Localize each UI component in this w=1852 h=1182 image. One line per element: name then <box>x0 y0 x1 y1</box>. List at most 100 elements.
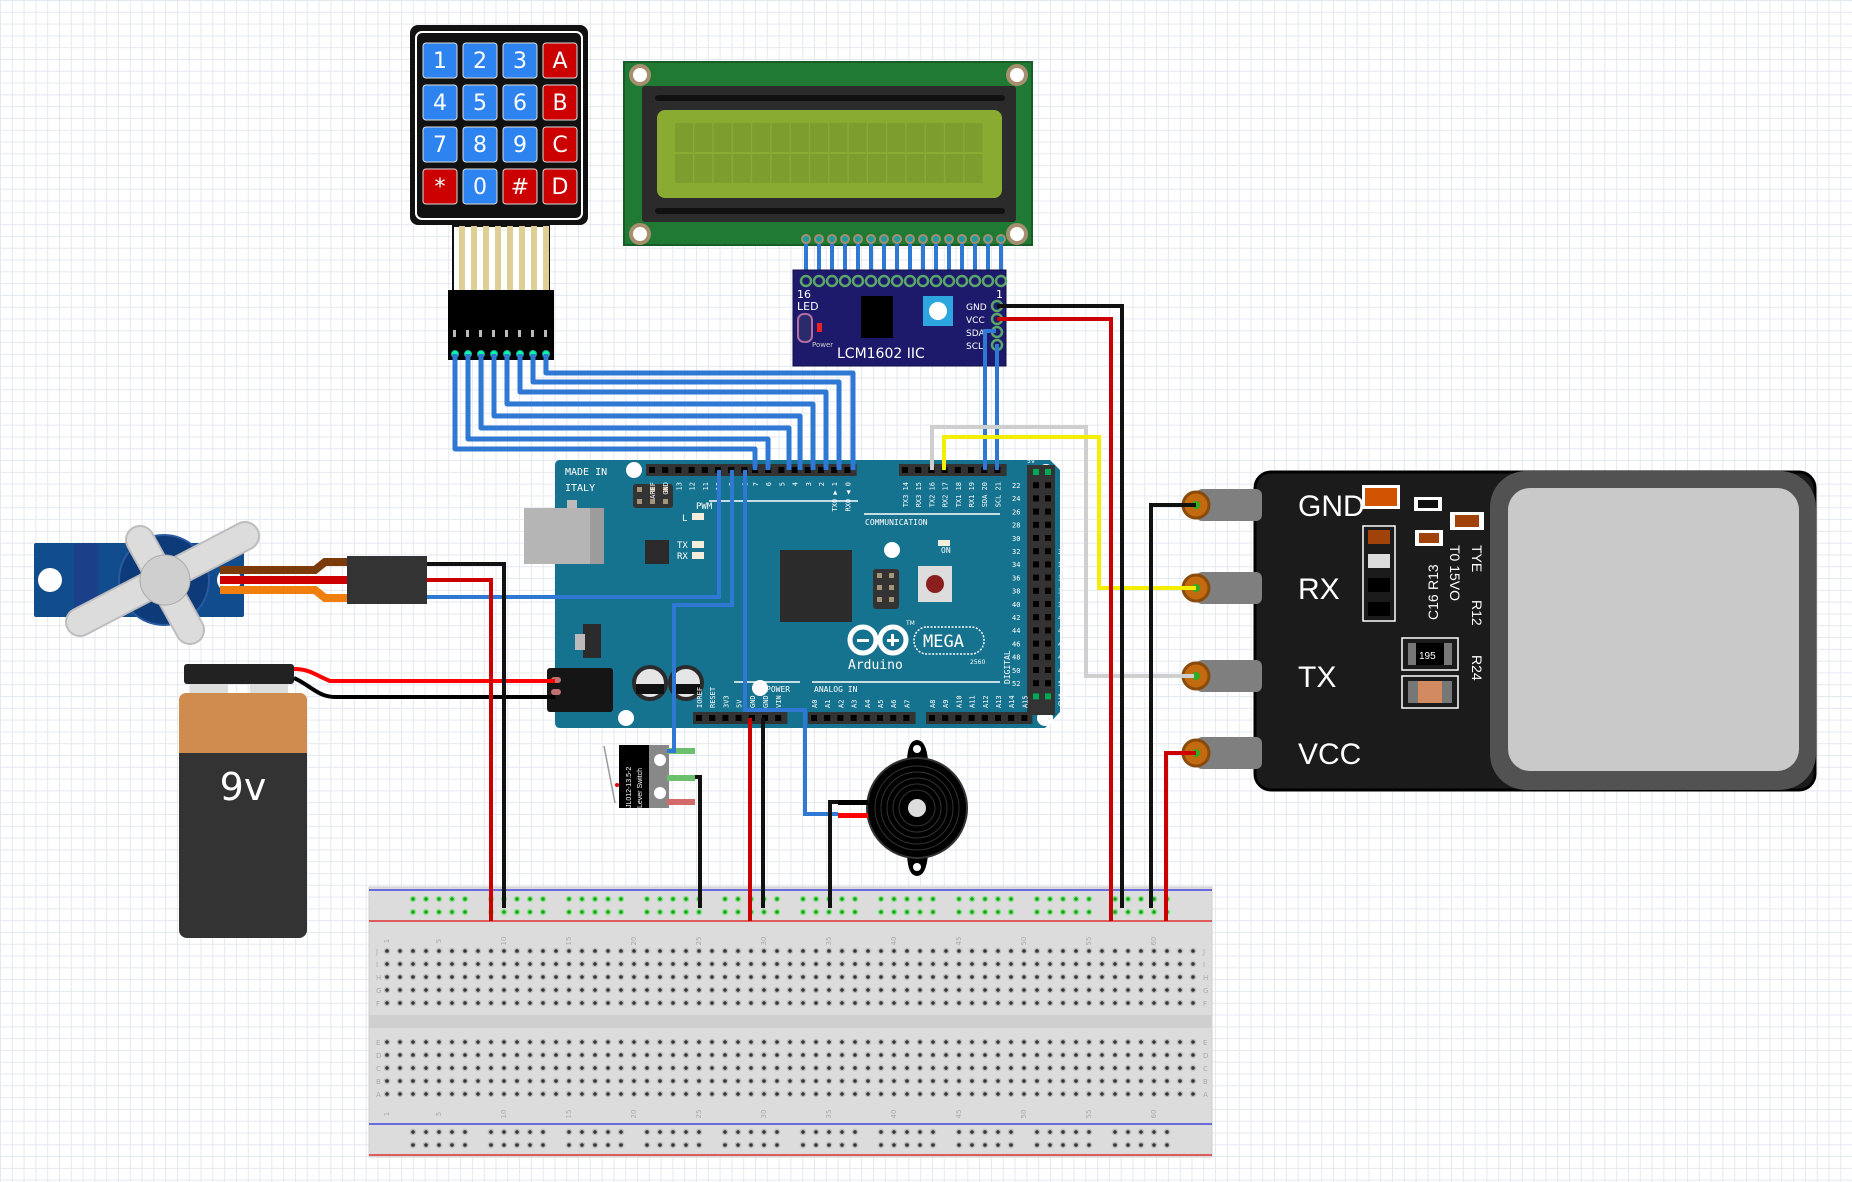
breadboard-hole[interactable] <box>500 999 508 1007</box>
breadboard-hole[interactable] <box>877 1077 885 1085</box>
breadboard-hole[interactable] <box>825 960 833 968</box>
rail-hole[interactable] <box>799 908 807 916</box>
breadboard-hole[interactable] <box>1046 986 1054 994</box>
breadboard-hole[interactable] <box>864 999 872 1007</box>
breadboard-hole[interactable] <box>916 986 924 994</box>
breadboard-hole[interactable] <box>864 1077 872 1085</box>
breadboard-hole[interactable] <box>552 1064 560 1072</box>
breadboard-hole[interactable] <box>630 999 638 1007</box>
rail-hole[interactable] <box>890 895 898 903</box>
rail-hole[interactable] <box>565 895 573 903</box>
breadboard-hole[interactable] <box>942 1077 950 1085</box>
breadboard-hole[interactable] <box>1033 973 1041 981</box>
breadboard-hole[interactable] <box>474 947 482 955</box>
breadboard-hole[interactable] <box>838 999 846 1007</box>
rail-hole[interactable] <box>838 908 846 916</box>
breadboard-hole[interactable] <box>734 999 742 1007</box>
breadboard-hole[interactable] <box>565 1090 573 1098</box>
breadboard-hole[interactable] <box>1059 999 1067 1007</box>
breadboard-hole[interactable] <box>1072 1090 1080 1098</box>
breadboard-hole[interactable] <box>1176 973 1184 981</box>
header-pin[interactable] <box>1021 715 1028 721</box>
rail-hole[interactable] <box>448 908 456 916</box>
breadboard-hole[interactable] <box>617 999 625 1007</box>
breadboard-hole[interactable] <box>474 973 482 981</box>
breadboard-hole[interactable] <box>1111 1064 1119 1072</box>
breadboard-hole[interactable] <box>968 973 976 981</box>
breadboard-hole[interactable] <box>864 986 872 994</box>
breadboard-hole[interactable] <box>955 1051 963 1059</box>
rail-hole[interactable] <box>721 895 729 903</box>
keypad-key-8[interactable]: 8 <box>462 126 498 163</box>
rail-hole[interactable] <box>981 908 989 916</box>
rail-hole[interactable] <box>968 908 976 916</box>
breadboard-hole[interactable] <box>513 999 521 1007</box>
breadboard-hole[interactable] <box>591 1090 599 1098</box>
header-pin[interactable] <box>1033 653 1039 660</box>
breadboard-hole[interactable] <box>799 947 807 955</box>
rail-hole[interactable] <box>1124 895 1132 903</box>
breadboard-hole[interactable] <box>1085 960 1093 968</box>
wire-keypad-2[interactable] <box>465 354 771 470</box>
breadboard-hole[interactable] <box>890 999 898 1007</box>
breadboard-hole[interactable] <box>1046 947 1054 955</box>
breadboard-hole[interactable] <box>487 1064 495 1072</box>
breadboard-hole[interactable] <box>1189 1038 1197 1046</box>
wire-keypad-1[interactable] <box>452 354 758 470</box>
breadboard-hole[interactable] <box>1033 999 1041 1007</box>
breadboard-hole[interactable] <box>526 960 534 968</box>
breadboard-hole[interactable] <box>1150 1064 1158 1072</box>
rail-hole[interactable] <box>409 895 417 903</box>
lcd-pin[interactable] <box>944 234 954 244</box>
header-pin[interactable] <box>1045 469 1051 475</box>
breadboard-hole[interactable] <box>682 1090 690 1098</box>
breadboard-hole[interactable] <box>552 1077 560 1085</box>
breadboard-hole[interactable] <box>760 973 768 981</box>
breadboard-hole[interactable] <box>773 986 781 994</box>
breadboard-hole[interactable] <box>487 986 495 994</box>
breadboard-hole[interactable] <box>1137 1090 1145 1098</box>
i2c-header-pin[interactable] <box>825 274 839 288</box>
wire-i2c-vcc[interactable] <box>997 317 1113 921</box>
breadboard-hole[interactable] <box>617 947 625 955</box>
breadboard-hole[interactable] <box>669 1051 677 1059</box>
rail-hole[interactable] <box>617 908 625 916</box>
breadboard-hole[interactable] <box>773 1051 781 1059</box>
rail-hole[interactable] <box>1163 1128 1171 1136</box>
breadboard-hole[interactable] <box>591 960 599 968</box>
header-pin[interactable] <box>675 467 682 473</box>
rail-hole[interactable] <box>1046 1128 1054 1136</box>
breadboard-hole[interactable] <box>461 1038 469 1046</box>
breadboard-hole[interactable] <box>981 999 989 1007</box>
header-pin[interactable] <box>735 715 742 721</box>
breadboard-hole[interactable] <box>708 1077 716 1085</box>
lcd-pin[interactable] <box>970 234 980 244</box>
breadboard-hole[interactable] <box>513 1038 521 1046</box>
breadboard-hole[interactable] <box>539 947 547 955</box>
i2c-header-pin[interactable] <box>877 274 891 288</box>
breadboard-hole[interactable] <box>604 1090 612 1098</box>
breadboard-hole[interactable] <box>578 1051 586 1059</box>
breadboard-hole[interactable] <box>461 1090 469 1098</box>
breadboard[interactable]: 1155101015152020252530303535404045455050… <box>368 886 1213 1158</box>
breadboard-hole[interactable] <box>890 1051 898 1059</box>
breadboard-hole[interactable] <box>1085 1051 1093 1059</box>
breadboard-hole[interactable] <box>942 1051 950 1059</box>
breadboard-hole[interactable] <box>1085 1064 1093 1072</box>
breadboard-hole[interactable] <box>630 1038 638 1046</box>
header-pin[interactable] <box>722 715 729 721</box>
breadboard-hole[interactable] <box>1111 1077 1119 1085</box>
header-pin[interactable] <box>824 715 831 721</box>
breadboard-hole[interactable] <box>383 973 391 981</box>
wire-keypad-8[interactable] <box>543 354 856 470</box>
breadboard-hole[interactable] <box>955 1064 963 1072</box>
keypad-key-A[interactable]: A <box>542 42 578 79</box>
rail-hole[interactable] <box>851 1128 859 1136</box>
breadboard-hole[interactable] <box>1072 1051 1080 1059</box>
rail-hole[interactable] <box>773 908 781 916</box>
lcd-pin[interactable] <box>814 234 824 244</box>
breadboard-hole[interactable] <box>760 1090 768 1098</box>
breadboard-hole[interactable] <box>825 1090 833 1098</box>
breadboard-hole[interactable] <box>799 999 807 1007</box>
header-pin[interactable] <box>1045 574 1051 581</box>
